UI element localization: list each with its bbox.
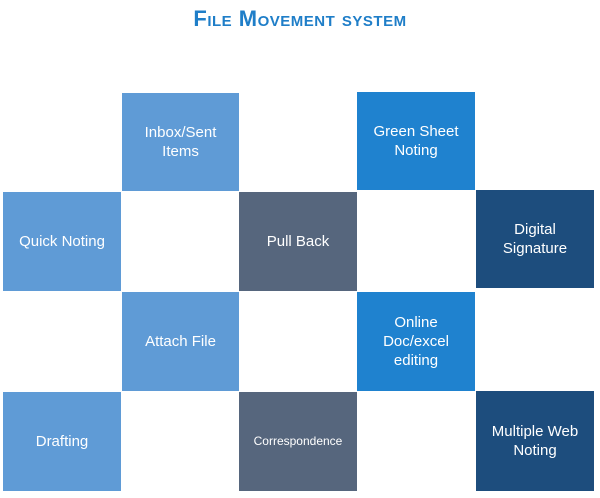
tile-correspondence[interactable]: Correspondence [239,392,357,491]
page-title-text: File Movement system [193,6,407,31]
tile-label-line: Quick Noting [19,233,105,250]
tile-label-line: Doc/excel [383,333,449,350]
tile-label-line: Inbox/Sent [144,124,217,141]
tile-green-sheet-noting[interactable]: Green Sheet Noting [357,92,475,190]
tile-label-line: Noting [513,442,557,459]
tile-label-line: editing [393,352,439,369]
tile-label-line: Attach File [145,333,216,350]
tile-drafting[interactable]: Drafting [3,392,121,491]
tile-label-line: Items [162,143,199,160]
tile-label-line: Drafting [35,433,89,450]
tile-label-line: Green Sheet [373,123,459,140]
tile-label-line: Multiple Web [491,423,579,440]
tile-label-line: Signature [502,240,568,257]
tile-attach-file[interactable]: Attach File [122,292,239,391]
tile-label-line: Digital [514,221,556,238]
tile-label-line: Online [394,314,438,331]
tile-label-line: Correspondence [253,434,343,448]
tile-label-line: Pull Back [266,233,330,250]
tile-online-doc-excel-editing[interactable]: Online Doc/excel editing [357,292,475,391]
tile-quick-noting[interactable]: Quick Noting [3,192,121,291]
tile-digital-signature[interactable]: Digital Signature [476,190,594,288]
tile-pull-back[interactable]: Pull Back [239,192,357,291]
tile-inbox-sent-items[interactable]: Inbox/Sent Items [122,93,239,191]
page-title: File Movement system [0,2,600,36]
tile-multiple-web-noting[interactable]: Multiple Web Noting [476,391,594,491]
tile-label-line: Noting [394,142,438,159]
